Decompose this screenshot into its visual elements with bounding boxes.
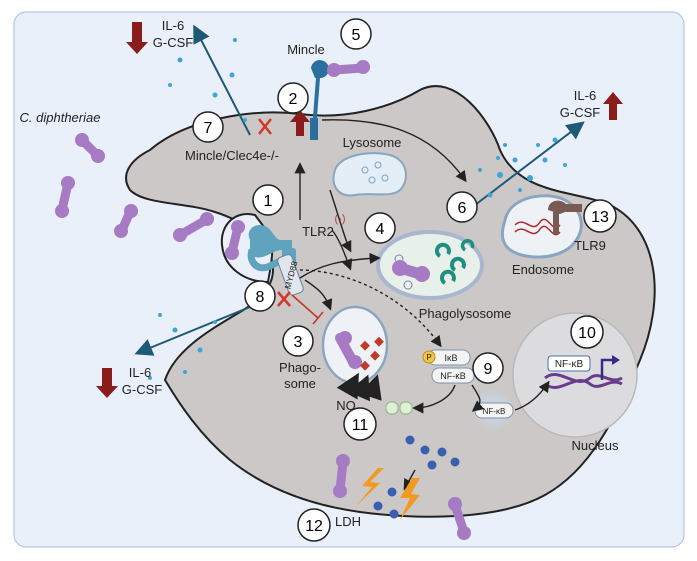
nucleus-label: Nucleus	[572, 438, 619, 453]
phagosome-label-1: Phago-	[279, 360, 321, 375]
endosome	[500, 194, 583, 259]
tlr9-label: TLR9	[574, 238, 606, 253]
step-marker-6: 6	[446, 191, 478, 223]
lysosome	[332, 152, 407, 197]
endosome-label: Endosome	[512, 262, 574, 277]
svg-text:5: 5	[352, 27, 361, 44]
bacterium	[75, 133, 105, 163]
inhibition-line	[291, 294, 324, 325]
knockout-x-marks	[258, 118, 291, 307]
lysosome-label: Lysosome	[343, 135, 402, 150]
bacteria-label: C. diphtheriae	[20, 110, 101, 125]
svg-text:7: 7	[204, 120, 213, 137]
nfkb-nucleus-label: NF-κB	[555, 359, 584, 370]
phagolysosome	[376, 230, 484, 300]
tlr9-receptor	[548, 200, 582, 234]
step-marker-5: 5	[340, 18, 372, 50]
up-arrow-mincle	[290, 110, 310, 136]
cytokine-r-il6: IL-6	[574, 88, 596, 103]
phospho-label: P	[426, 353, 431, 362]
cytokine-r-gcsf: G-CSF	[560, 105, 601, 120]
svg-text:9: 9	[484, 361, 493, 378]
myd88-adaptor: MYD88	[277, 254, 304, 296]
bacterium	[333, 454, 350, 498]
step-marker-7: 7	[192, 111, 224, 143]
cytokine-tl-il6: IL-6	[162, 18, 184, 33]
svg-text:2: 2	[289, 91, 298, 108]
svg-text:12: 12	[305, 518, 323, 535]
svg-text:6: 6	[458, 200, 467, 217]
step-marker-2: 2	[277, 82, 309, 114]
free-nfkb: NF-κB	[471, 388, 515, 432]
down-arrow-top-left	[126, 22, 148, 54]
svg-text:10: 10	[578, 325, 596, 342]
cytokine-bl-gcsf: G-CSF	[122, 382, 163, 397]
phagolysosome-label: Phagolysosome	[419, 306, 512, 321]
knockout-label: Mincle/Clec4e-/-	[185, 148, 279, 163]
step-marker-13: 13	[583, 199, 617, 233]
bacterium	[225, 220, 245, 260]
step-marker-10: 10	[570, 315, 604, 349]
step-marker-1: 1	[252, 184, 284, 216]
up-arrow-right	[603, 92, 623, 120]
cytokine-bl-il6: IL-6	[129, 365, 151, 380]
bacterium	[327, 60, 370, 77]
no-label: NO	[336, 398, 356, 413]
pathway-arrows	[294, 119, 550, 491]
ldh-dots	[373, 435, 460, 519]
mincle-receptor	[310, 60, 329, 140]
step-marker-12: 12	[297, 508, 331, 542]
phagosome	[321, 305, 389, 385]
bacterium	[173, 212, 214, 242]
svg-text:8: 8	[256, 289, 265, 306]
svg-text:13: 13	[591, 209, 609, 226]
nucleus: NF-κB	[512, 312, 638, 438]
phagosome-label-2: some	[284, 376, 316, 391]
nfkb-complex-label: NF-κB	[440, 371, 466, 381]
svg-text:3: 3	[294, 334, 303, 351]
bacterium-in-phagolysosome	[392, 260, 430, 282]
ikb-label: IκB	[444, 353, 457, 363]
cytokine-tl-gcsf: G-CSF	[153, 35, 194, 50]
mincle-label: Mincle	[287, 42, 325, 57]
cytokine-dots	[148, 38, 567, 380]
bacterium	[55, 176, 75, 218]
no-arrows	[336, 372, 382, 402]
lightning-bolts	[356, 468, 420, 520]
step-marker-3: 3	[282, 325, 314, 357]
nfkb-free-label: NF-κB	[483, 407, 506, 416]
bacterium	[448, 497, 471, 540]
bacteria	[55, 60, 471, 540]
step-marker-4: 4	[364, 212, 396, 244]
step-marker-9: 9	[472, 352, 504, 384]
down-arrow-bottom-left	[96, 368, 118, 398]
tlr2-label: TLR2	[302, 224, 334, 239]
svg-text:1: 1	[264, 193, 273, 210]
bacterium	[114, 204, 138, 238]
degraded-ikb	[385, 401, 413, 415]
step-marker-11: 11	[343, 407, 377, 441]
svg-text:11: 11	[352, 417, 369, 434]
step-markers: 1 2 3 4 5 6 7 8 9 10 11 12 13	[192, 18, 617, 542]
svg-text:4: 4	[376, 221, 385, 238]
nfkb-ikb-complex: P IκB NF-κB	[422, 349, 475, 384]
inhibition-label: (-)	[335, 213, 346, 225]
step-marker-8: 8	[244, 280, 276, 312]
ldh-label: LDH	[335, 514, 361, 529]
regulation-arrows	[96, 22, 623, 398]
